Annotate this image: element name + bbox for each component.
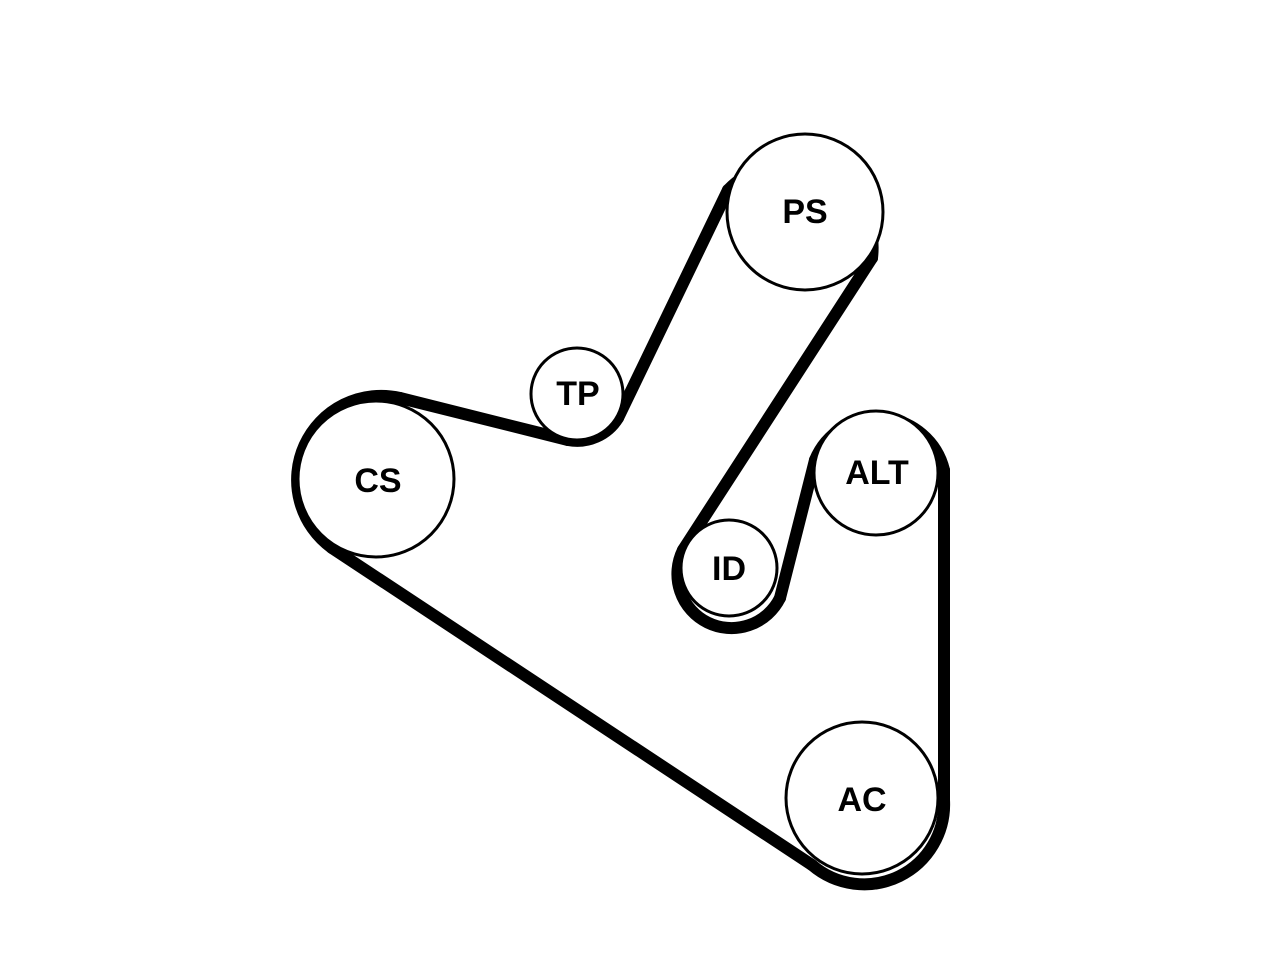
- belt-segment-alt-id: [774, 454, 821, 604]
- belt-segment-tp-cs: [394, 392, 574, 446]
- pulley-ac-circle: [784, 720, 940, 876]
- belt-segment-ps-tp: [612, 184, 734, 424]
- pulley-ps-label: PS: [782, 193, 827, 231]
- pulley-cs-label: CS: [354, 462, 401, 500]
- belt-segment-id-ps: [677, 252, 878, 556]
- belt-wrap-ac: [806, 794, 951, 891]
- pulley-id-label: ID: [712, 550, 746, 588]
- pulley-alt-label: ALT: [845, 454, 909, 492]
- pulley-alt-circle: [812, 409, 940, 537]
- pulley-ac-label: AC: [837, 781, 886, 819]
- pulley-alt: ALT: [812, 409, 940, 537]
- pulley-cs-circle: [296, 399, 456, 559]
- pulley-tp-label: TP: [556, 375, 599, 413]
- pulley-ps: PS: [725, 132, 885, 292]
- pulley-cs: CS: [296, 399, 456, 559]
- pulley-ps-circle: [725, 132, 885, 292]
- pulley-tp: TP: [529, 346, 625, 442]
- belt-wrap-id: [671, 544, 786, 635]
- pulley-ac: AC: [784, 720, 940, 876]
- pulley-id-circle: [679, 518, 779, 618]
- belt-segment-cs-ac: [326, 542, 818, 871]
- pulley-id: ID: [679, 518, 779, 618]
- pulley-tp-circle: [529, 346, 625, 442]
